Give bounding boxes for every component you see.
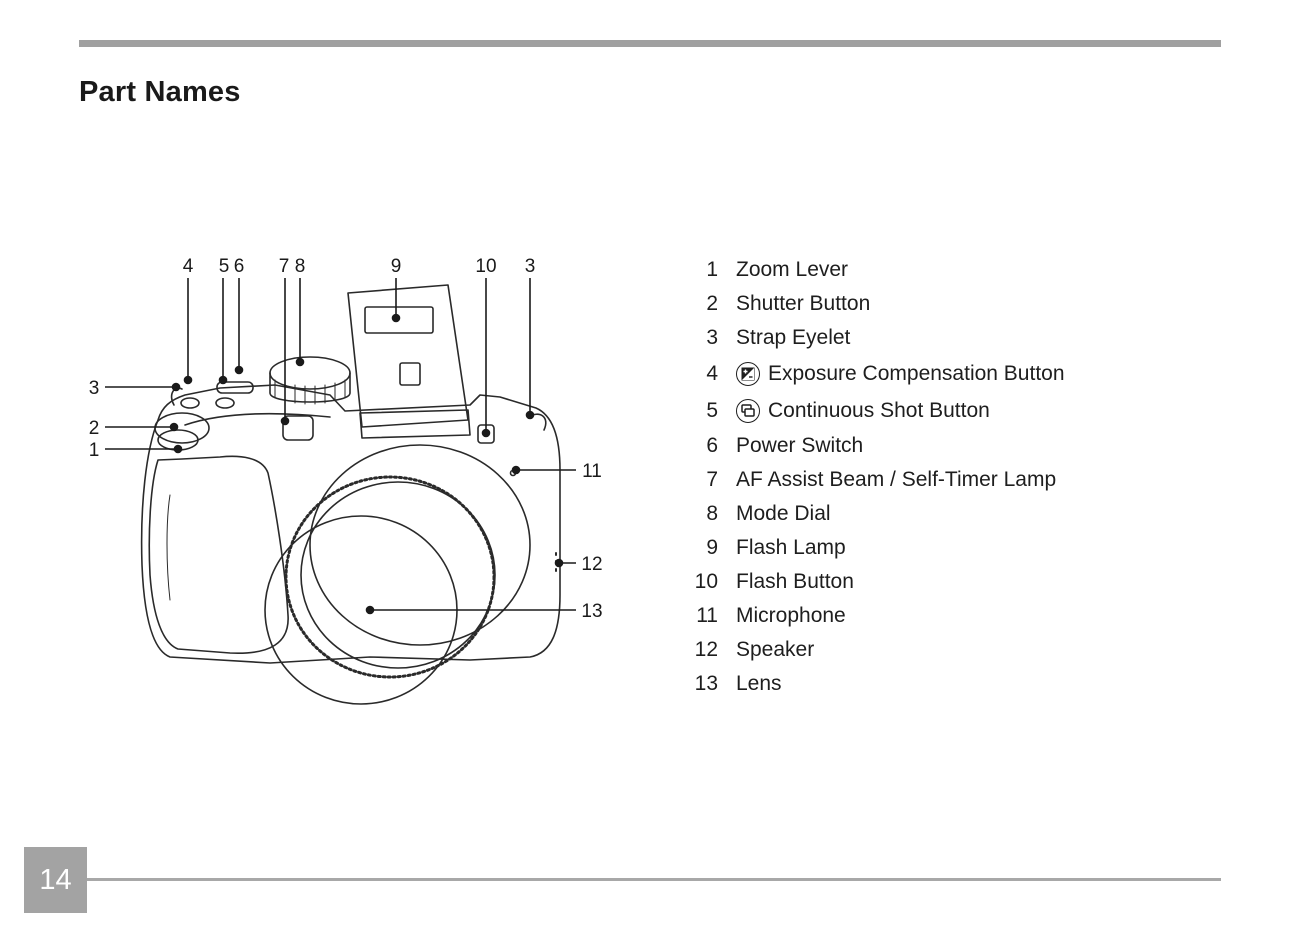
part-label: Zoom Lever xyxy=(736,258,849,281)
exposure-compensation-icon xyxy=(736,361,760,386)
callout-13: 13 xyxy=(581,601,602,622)
part-label: Power Switch xyxy=(736,434,864,457)
callout-7: 7 xyxy=(279,256,290,277)
part-number: 9 xyxy=(706,536,718,559)
camera-body-outline xyxy=(140,384,561,664)
part-label: Mode Dial xyxy=(736,502,831,525)
af-lamp-shape xyxy=(282,415,314,441)
part-number: 7 xyxy=(706,468,718,491)
part-label-with-icon: Continuous Shot Button xyxy=(736,398,990,423)
part-label: Strap Eyelet xyxy=(736,326,851,349)
callout-11: 11 xyxy=(582,461,602,482)
flash-window xyxy=(364,306,434,334)
grip-texture xyxy=(166,494,171,601)
part-number: 8 xyxy=(706,502,718,525)
part-label: Flash Button xyxy=(736,570,854,593)
continuous-shot-icon xyxy=(736,398,760,423)
part-item: 10 Flash Button xyxy=(688,565,1065,599)
part-label-with-icon: Exposure Compensation Button xyxy=(736,361,1065,386)
part-number: 2 xyxy=(706,292,718,315)
power-switch-shape xyxy=(216,381,254,394)
part-number: 12 xyxy=(694,638,718,661)
callout-8: 8 xyxy=(295,256,306,277)
callout-12: 12 xyxy=(581,554,602,575)
mode-dial-top xyxy=(269,356,351,390)
part-item: 3 Strap Eyelet xyxy=(688,321,1065,355)
part-number: 5 xyxy=(706,398,718,422)
mode-dial-side xyxy=(269,372,351,403)
part-label: Lens xyxy=(736,672,782,695)
strap-eyelet-left xyxy=(170,387,183,406)
bottom-rule xyxy=(87,878,1221,881)
shutter-button-shape xyxy=(154,412,210,444)
camera-diagram: 4 5 6 7 8 9 10 3 3 2 1 11 12 13 xyxy=(89,256,603,705)
part-label: Shutter Button xyxy=(736,292,871,315)
exposure-button-shape xyxy=(180,397,200,409)
part-number: 11 xyxy=(696,604,718,627)
continuous-button-shape xyxy=(215,397,235,409)
part-item: 2 Shutter Button xyxy=(688,287,1065,321)
callout-3-left: 3 xyxy=(89,378,100,399)
part-number: 13 xyxy=(694,672,718,695)
parts-list: 1 Zoom Lever 2 Shutter Button 3 Strap Ey… xyxy=(688,253,1065,701)
flash-mount xyxy=(359,409,471,439)
continuous-shot-label: Continuous Shot Button xyxy=(768,398,990,422)
part-label: Flash Lamp xyxy=(736,536,846,559)
part-item: 7 AF Assist Beam / Self-Timer Lamp xyxy=(688,463,1065,497)
callout-4: 4 xyxy=(183,256,194,277)
callout-leaders xyxy=(105,278,576,615)
part-item: 8 Mode Dial xyxy=(688,497,1065,531)
part-number: 10 xyxy=(694,570,718,593)
callout-9: 9 xyxy=(391,256,402,277)
callout-10: 10 xyxy=(475,256,496,277)
part-number: 6 xyxy=(706,434,718,457)
flash-hinge xyxy=(399,362,421,386)
part-item: 1 Zoom Lever xyxy=(688,253,1065,287)
part-item: 12 Speaker xyxy=(688,633,1065,667)
part-item: 6 Power Switch xyxy=(688,429,1065,463)
part-item: 4 Exposure Compensation Button xyxy=(688,355,1065,392)
part-label: Speaker xyxy=(736,638,815,661)
part-number: 1 xyxy=(706,258,718,281)
callout-1: 1 xyxy=(89,440,100,461)
exposure-compensation-label: Exposure Compensation Button xyxy=(768,361,1065,385)
lens-barrel-back xyxy=(309,444,531,646)
camera-illustration xyxy=(140,284,561,705)
part-item: 11 Microphone xyxy=(688,599,1065,633)
section-title: Part Names xyxy=(79,76,241,108)
part-label: AF Assist Beam / Self-Timer Lamp xyxy=(736,468,1057,491)
top-rule xyxy=(79,40,1221,47)
part-item: 9 Flash Lamp xyxy=(688,531,1065,565)
part-item: 5 Continuous Shot Button xyxy=(688,392,1065,429)
page-number: 14 xyxy=(39,863,72,896)
callout-numbers: 4 5 6 7 8 9 10 3 3 2 1 11 12 13 xyxy=(89,256,603,622)
part-number: 4 xyxy=(706,361,718,385)
callout-6: 6 xyxy=(234,256,245,277)
camera-grip xyxy=(148,455,289,654)
callout-2: 2 xyxy=(89,418,100,439)
top-ridge xyxy=(184,412,331,426)
part-label: Microphone xyxy=(736,604,846,627)
lens-ring-teeth xyxy=(284,475,496,679)
callout-5: 5 xyxy=(219,256,230,277)
part-number: 3 xyxy=(706,326,718,349)
callout-3-top: 3 xyxy=(525,256,536,277)
part-item: 13 Lens xyxy=(688,667,1065,701)
page-number-box: 14 xyxy=(24,847,87,913)
